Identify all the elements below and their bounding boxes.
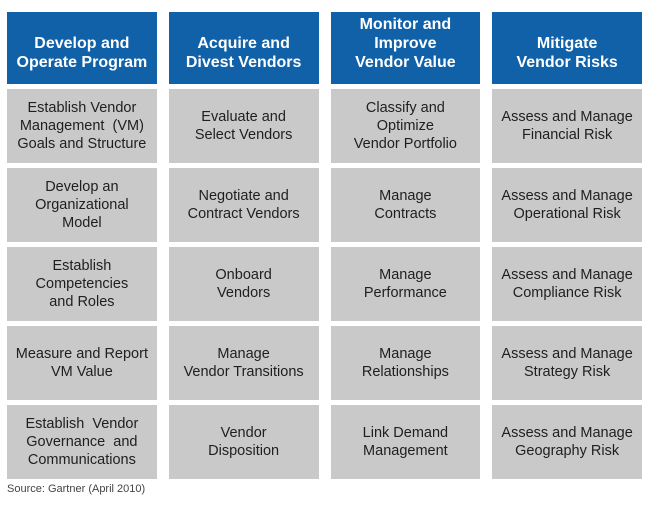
column-header-monitor-improve-vendor-value: Monitor and Improve Vendor Value [330, 12, 481, 84]
cell-assess-manage-compliance-risk: Assess and Manage Compliance Risk [492, 247, 642, 321]
cell-measure-report-vm-value: Measure and Report VM Value [7, 326, 157, 400]
cell-establish-vendor-governance: Establish Vendor Governance and Communic… [7, 405, 157, 479]
cell-develop-organizational-model: Develop an Organizational Model [7, 168, 157, 242]
cell-assess-manage-financial-risk: Assess and Manage Financial Risk [492, 89, 642, 163]
cell-manage-contracts: Manage Contracts [330, 168, 481, 242]
cell-manage-relationships: Manage Relationships [330, 326, 481, 400]
cell-establish-vm-goals-structure: Establish Vendor Management (VM) Goals a… [7, 89, 157, 163]
cell-negotiate-contract-vendors: Negotiate and Contract Vendors [168, 168, 319, 242]
cell-assess-manage-geography-risk: Assess and Manage Geography Risk [492, 405, 642, 479]
cell-assess-manage-strategy-risk: Assess and Manage Strategy Risk [492, 326, 642, 400]
cell-manage-vendor-transitions: Manage Vendor Transitions [168, 326, 319, 400]
cell-establish-competencies-roles: Establish Competencies and Roles [7, 247, 157, 321]
cell-link-demand-management: Link Demand Management [330, 405, 481, 479]
cell-manage-performance: Manage Performance [330, 247, 481, 321]
source-attribution: Source: Gartner (April 2010) [7, 483, 146, 495]
cell-evaluate-select-vendors: Evaluate and Select Vendors [168, 89, 319, 163]
column-header-develop-operate-program: Develop and Operate Program [7, 12, 157, 84]
column-header-mitigate-vendor-risks: Mitigate Vendor Risks [492, 12, 642, 84]
column-header-acquire-divest-vendors: Acquire and Divest Vendors [168, 12, 319, 84]
cell-vendor-disposition: Vendor Disposition [168, 405, 319, 479]
vendor-management-framework-grid: Develop and Operate Program Establish Ve… [7, 12, 642, 479]
cell-classify-optimize-vendor-portfolio: Classify and Optimize Vendor Portfolio [330, 89, 481, 163]
cell-assess-manage-operational-risk: Assess and Manage Operational Risk [492, 168, 642, 242]
cell-onboard-vendors: Onboard Vendors [168, 247, 319, 321]
